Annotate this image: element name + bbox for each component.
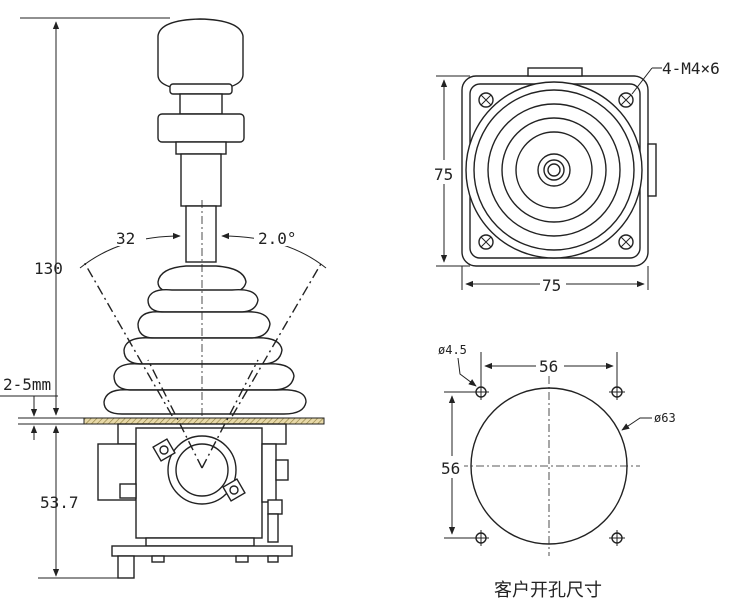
joystick-knob: [157, 18, 245, 263]
circle-dia-label: ø63: [654, 411, 676, 425]
cutout-width-label: 56: [539, 357, 558, 376]
angle-right-label: 2.0°: [258, 229, 297, 248]
top-screw-holes: [478, 92, 634, 250]
side-view: 130 32 2.0°: [0, 17, 327, 579]
height-130-label: 130: [34, 259, 63, 278]
mounting-panel: [83, 417, 325, 425]
cutout-holes: [473, 384, 625, 546]
hole-dia-label: ø4.5: [438, 343, 467, 357]
top-width-label: 75: [542, 276, 561, 295]
height-53-7-label: 53.7: [40, 493, 79, 512]
cutout-height-label: 56: [441, 459, 460, 478]
rubber-bellows: [103, 265, 307, 415]
top-view: 75 75 4-M4×6: [434, 59, 720, 295]
panel-cutout: ø4.5 56 56 ø63 客户开孔尺寸: [438, 343, 676, 601]
screw-note-label: 4-M4×6: [662, 59, 720, 78]
angle-left-label: 32: [116, 229, 135, 248]
gap-label: 2-5mm: [3, 375, 51, 394]
base-housing: [97, 423, 293, 579]
top-height-label: 75: [434, 165, 453, 184]
cutout-caption: 客户开孔尺寸: [494, 580, 602, 601]
